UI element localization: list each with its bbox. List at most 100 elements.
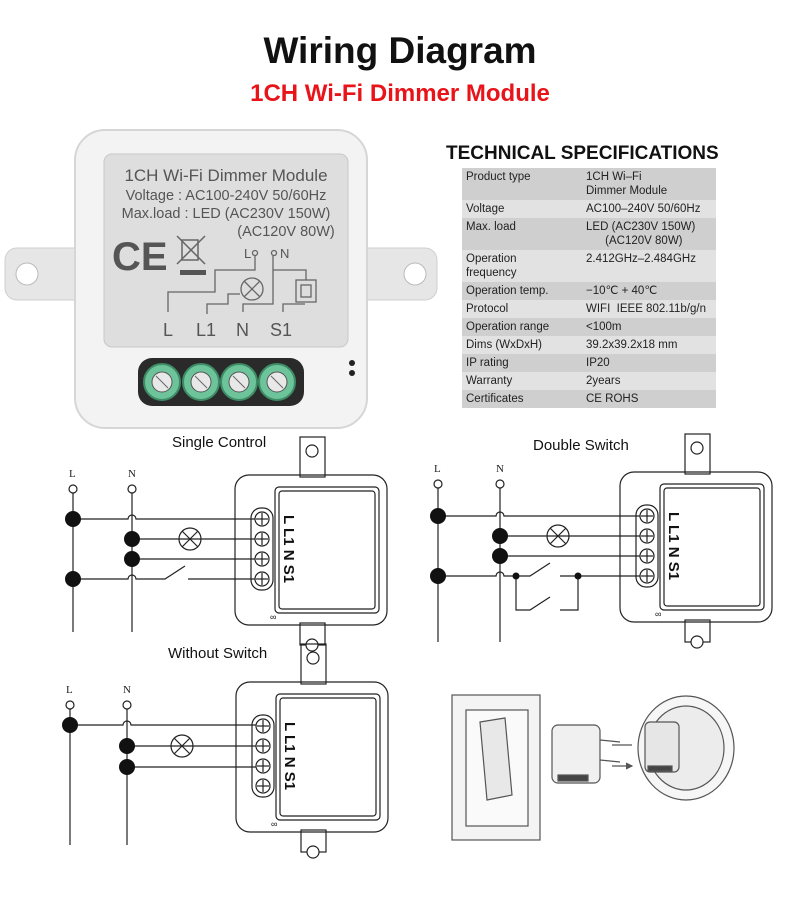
spec-key: Operation frequency — [466, 253, 517, 279]
specs-title: TECHNICAL SPECIFICATIONS — [446, 143, 719, 164]
mounting-ear — [300, 643, 327, 685]
junction-dot — [124, 551, 140, 567]
bus-terminal — [495, 479, 505, 489]
wire-s1-switch — [438, 562, 640, 577]
terminal-screw — [255, 718, 271, 734]
module-label-panel — [274, 486, 380, 614]
bus-label-l: L — [434, 463, 441, 475]
small-module — [551, 724, 601, 784]
junction-dot — [62, 717, 78, 733]
spec-value: <100m — [586, 321, 622, 333]
module-body — [234, 474, 388, 626]
spec-row: Operation range <100m — [462, 318, 716, 336]
terminal-screw — [639, 568, 655, 584]
spec-key: Dims (WxDxH) — [466, 339, 543, 351]
module-led-mark: ∞ — [271, 819, 277, 829]
mounting-hole — [306, 845, 320, 859]
wire-l — [438, 511, 640, 517]
lamp-icon — [546, 524, 570, 548]
spec-value: 2years — [586, 375, 621, 387]
bus-label-l: L — [69, 468, 76, 480]
label-circuit — [167, 249, 317, 314]
bus-label-n: N — [496, 463, 504, 475]
module-led-mark: ∞ — [270, 612, 276, 622]
device-photo: 1CH Wi-Fi Dimmer Module Voltage : AC100-… — [4, 129, 438, 429]
bus-label-n: N — [128, 468, 136, 480]
lamp-icon — [170, 734, 194, 758]
weee-bin-icon — [176, 235, 206, 275]
spec-value: CE ROHS — [586, 393, 639, 405]
module-body — [235, 681, 389, 833]
spec-key: IP rating — [466, 357, 509, 369]
terminal-strip — [635, 504, 659, 588]
spec-key: Certificates — [466, 393, 524, 405]
junction-dot — [119, 738, 135, 754]
bus-label-l: L — [66, 684, 73, 696]
spec-value: 2.412GHz–2.484GHz — [586, 253, 696, 265]
spec-row: IP rating IP20 — [462, 354, 716, 372]
mounting-hole — [690, 635, 704, 649]
junction-dot — [124, 531, 140, 547]
module-terminal-labels: L L1 N S1 — [281, 722, 298, 790]
spec-key: Operation range — [466, 321, 550, 333]
terminal-screw — [254, 531, 270, 547]
terminal-screw — [254, 551, 270, 567]
terminal-strip — [250, 507, 274, 591]
mounting-ear — [299, 436, 326, 478]
page-title: Wiring Diagram — [263, 30, 537, 71]
page-subtitle: 1CH Wi-Fi Dimmer Module — [250, 80, 550, 107]
ce-mark: CE — [112, 235, 168, 279]
spec-row: Operation temp.−10℃ + 40℃ — [462, 282, 716, 300]
spec-value: IP20 — [586, 357, 610, 369]
bus-terminal — [68, 484, 78, 494]
terminal-block — [143, 363, 296, 401]
wire-s1-switch — [73, 565, 255, 580]
device-label-line4: (AC120V 80W) — [237, 224, 335, 240]
label-terminal-L1: L1 — [196, 320, 216, 340]
module-terminal-labels: L L1 N S1 — [665, 512, 682, 580]
module-terminal-labels: L L1 N S1 — [280, 515, 297, 583]
terminal-screw — [255, 778, 271, 794]
label-circuit-N: N — [280, 246, 289, 261]
label-terminal-S1: S1 — [270, 320, 292, 340]
label-terminal-L: L — [163, 320, 173, 340]
terminal-screw — [639, 508, 655, 524]
mounting-hole — [690, 441, 704, 455]
wire-l — [73, 514, 255, 520]
module-led-mark: ∞ — [655, 609, 661, 619]
mounting-hole — [305, 444, 319, 458]
bus-terminal — [127, 484, 137, 494]
spec-row: Certificates CE ROHS — [462, 390, 716, 408]
spec-key: Voltage — [466, 203, 505, 215]
terminal-screw — [254, 511, 270, 527]
spec-value: 39.2x39.2x18 mm — [586, 339, 678, 351]
diagram-title-without-switch: Without Switch — [168, 645, 268, 662]
spec-value: LED (AC230V 150W) (AC120V 80W) — [586, 221, 696, 247]
spec-row: Dims (WxDxH) 39.2x39.2x18 mm — [462, 336, 716, 354]
mounting-hole — [306, 651, 320, 665]
spec-key: Max. load — [466, 221, 516, 233]
junction-dot — [119, 759, 135, 775]
diagram-double-switch: L N L L1 N S1 ∞ — [430, 433, 773, 649]
label-terminal-N: N — [236, 320, 249, 340]
junction-dot — [430, 508, 446, 524]
junction-dot — [512, 572, 520, 580]
diagram-single-control: L N L L1 N S1 ∞ — [65, 436, 388, 652]
junction-dot — [492, 548, 508, 564]
lamp-icon — [178, 527, 202, 551]
device-label-line1: 1CH Wi-Fi Dimmer Module — [124, 166, 327, 185]
wire-second-switch — [515, 576, 579, 611]
junction-dot — [430, 568, 446, 584]
label-circuit-L: L — [244, 246, 251, 261]
spec-row: Operation frequency 2.412GHz–2.484GHz — [462, 250, 716, 282]
terminal-strip — [251, 714, 275, 798]
rocker-switch — [479, 717, 513, 801]
device-label-line3: Max.load : LED (AC230V 150W) — [122, 206, 331, 222]
device-label-line2: Voltage : AC100-240V 50/60Hz — [126, 188, 327, 204]
junction-dot — [574, 572, 582, 580]
